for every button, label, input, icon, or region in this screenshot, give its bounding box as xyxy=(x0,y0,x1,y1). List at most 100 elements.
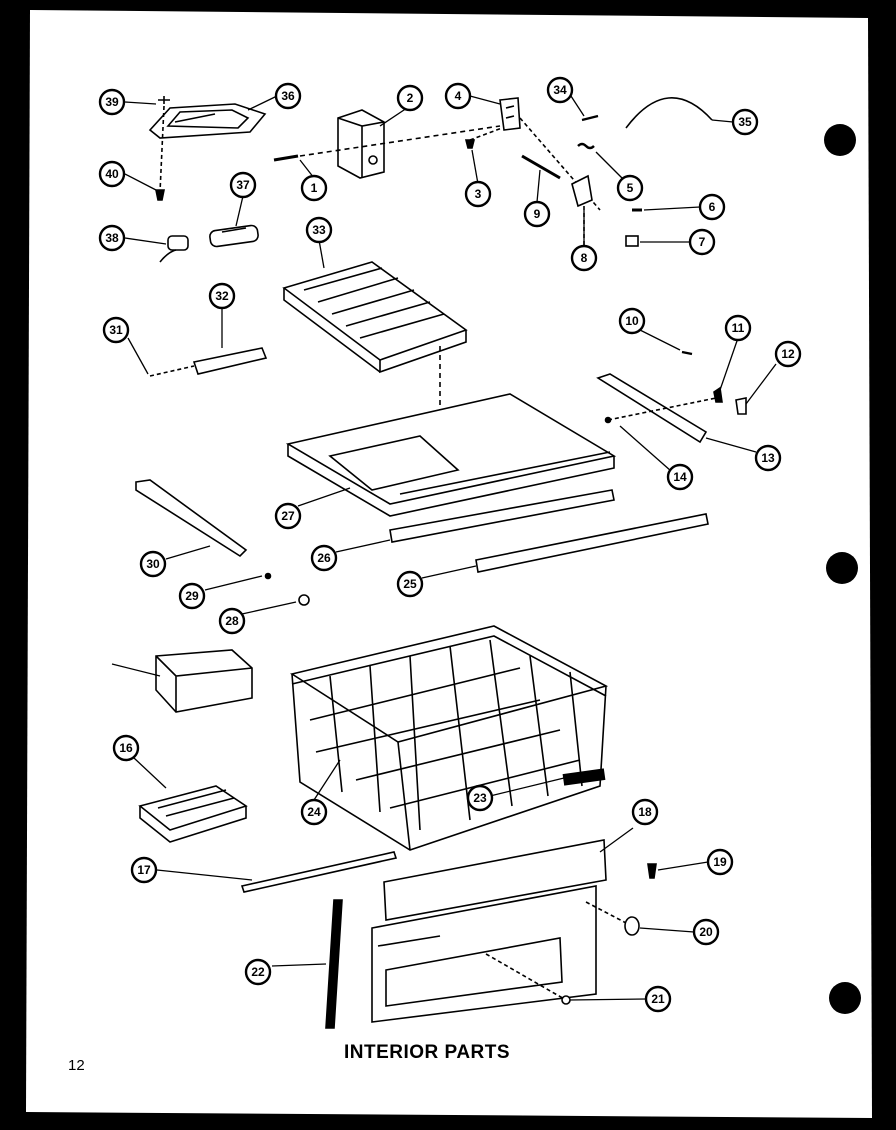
callout-label-30: 30 xyxy=(146,557,160,571)
callout-label-20: 20 xyxy=(699,925,713,939)
callout-circle-26 xyxy=(310,544,338,572)
callout-label-3: 3 xyxy=(475,187,482,201)
callout-circle-21 xyxy=(644,985,672,1013)
callout-circle-38 xyxy=(98,224,126,252)
callout-circle-18 xyxy=(631,798,659,826)
callout-circle-11 xyxy=(724,314,752,342)
callout-label-17: 17 xyxy=(137,863,151,877)
control-box-part xyxy=(337,109,385,179)
rail-part-32 xyxy=(149,347,268,377)
callout-label-19: 19 xyxy=(713,855,727,869)
callout-label-6: 6 xyxy=(709,200,716,214)
ice-bin-part xyxy=(155,649,253,713)
callout-label-28: 28 xyxy=(225,614,239,628)
binder-hole-middle xyxy=(826,552,858,584)
callout-circle-14 xyxy=(666,463,694,491)
shelf-part-27 xyxy=(285,393,617,517)
callout-circle-40 xyxy=(98,160,126,188)
callout-circle-7 xyxy=(688,228,716,256)
spring-part-9 xyxy=(521,154,561,180)
lamp-bulb-part xyxy=(209,224,259,248)
callout-circle-28 xyxy=(218,607,246,635)
callout-label-10: 10 xyxy=(625,314,639,328)
callout-label-9: 9 xyxy=(534,207,541,221)
callout-circle-36 xyxy=(274,82,302,110)
callout-circle-9 xyxy=(523,200,551,228)
callout-circle-17 xyxy=(130,856,158,884)
clip-part-7 xyxy=(625,235,639,247)
callout-label-5: 5 xyxy=(627,181,634,195)
grommet-part-28 xyxy=(298,594,310,606)
callout-circle-2 xyxy=(396,84,424,112)
wire-basket-part xyxy=(289,625,609,851)
lamp-socket-part xyxy=(159,235,189,263)
callout-circle-8 xyxy=(570,244,598,272)
callout-label-16: 16 xyxy=(119,741,133,755)
callout-circle-12 xyxy=(774,340,802,368)
callout-circle-16 xyxy=(112,734,140,762)
rail-part-25 xyxy=(475,513,709,573)
callout-circle-34 xyxy=(546,76,574,104)
callout-label-22: 22 xyxy=(251,965,265,979)
callout-label-37: 37 xyxy=(236,178,250,192)
callout-circle-24 xyxy=(300,798,328,826)
callout-label-31: 31 xyxy=(109,323,123,337)
binder-hole-bottom xyxy=(829,982,861,1014)
strip-part-17 xyxy=(240,851,398,893)
handle-part-23 xyxy=(562,768,606,786)
callout-label-1: 1 xyxy=(311,181,318,195)
screw-part-10 xyxy=(681,350,693,356)
callout-label-39: 39 xyxy=(105,95,119,109)
callout-label-21: 21 xyxy=(651,992,665,1006)
knob-part-20 xyxy=(624,916,640,936)
callout-circle-35 xyxy=(731,108,759,136)
callout-circle-27 xyxy=(274,502,302,530)
rail-part-30 xyxy=(135,479,248,558)
screw-part-29 xyxy=(264,572,272,580)
callout-label-40: 40 xyxy=(105,167,119,181)
callout-label-35: 35 xyxy=(738,115,752,129)
latch-part-8 xyxy=(571,174,593,246)
callout-label-13: 13 xyxy=(761,451,775,465)
callout-label-36: 36 xyxy=(281,89,295,103)
ice-tray-part xyxy=(138,785,248,843)
callout-label-2: 2 xyxy=(407,91,414,105)
door-panel-part xyxy=(371,839,629,1023)
callout-label-38: 38 xyxy=(105,231,119,245)
screw-part-19 xyxy=(647,863,657,879)
callout-label-34: 34 xyxy=(553,83,567,97)
callout-label-8: 8 xyxy=(581,251,588,265)
callout-label-4: 4 xyxy=(455,89,462,103)
callout-circle-30 xyxy=(139,550,167,578)
callout-circle-13 xyxy=(754,444,782,472)
callout-label-12: 12 xyxy=(781,347,795,361)
callout-label-18: 18 xyxy=(638,805,652,819)
clip-part-11 xyxy=(713,386,723,403)
callout-circle-4 xyxy=(444,82,472,110)
callout-circle-5 xyxy=(616,174,644,202)
callout-label-7: 7 xyxy=(699,235,706,249)
binder-hole-top xyxy=(824,124,856,156)
callout-circle-31 xyxy=(102,316,130,344)
screw-part-1 xyxy=(273,125,501,162)
callout-circle-39 xyxy=(98,88,126,116)
clip-part-12 xyxy=(735,397,747,415)
rail-part-26 xyxy=(389,489,615,543)
callout-label-32: 32 xyxy=(215,289,229,303)
callout-circle-22 xyxy=(244,958,272,986)
callout-label-33: 33 xyxy=(312,223,326,237)
callout-label-23: 23 xyxy=(473,791,487,805)
callout-label-25: 25 xyxy=(403,577,417,591)
screw-part-3 xyxy=(464,139,476,149)
callout-label-14: 14 xyxy=(673,470,687,484)
callout-circle-29 xyxy=(178,582,206,610)
wire-part-35 xyxy=(625,97,713,129)
callout-circle-20 xyxy=(692,918,720,946)
callout-label-24: 24 xyxy=(307,805,321,819)
pin-part-34 xyxy=(581,114,599,122)
callout-circle-3 xyxy=(464,180,492,208)
callout-label-11: 11 xyxy=(732,321,745,335)
